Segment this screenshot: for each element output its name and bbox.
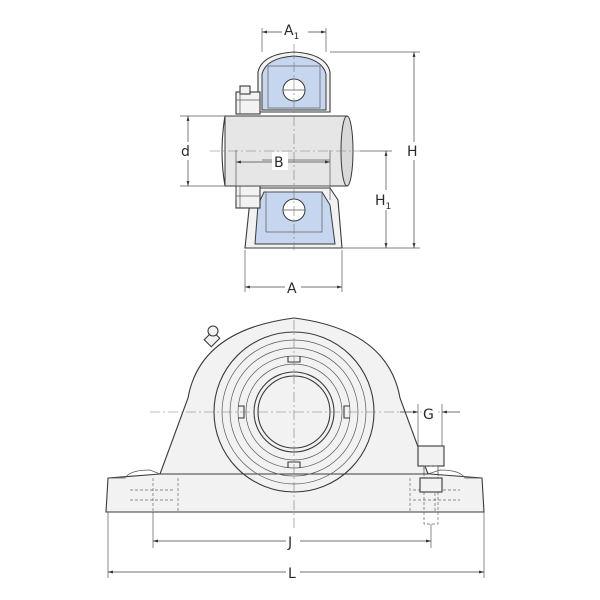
bolt-right-shank [423,465,439,525]
dim-label-b: B [274,155,284,171]
foot-right [427,469,482,479]
dim-label-d: d [181,144,190,160]
dim-label-a: A [287,281,297,297]
locking-collar-lower [235,185,261,209]
grease-nipple [239,85,251,95]
front-view: G J L [105,317,485,582]
foot-left [108,469,161,479]
dim-label-j: J [287,535,292,551]
dim-label-l: L [288,566,296,582]
dim-label-a1: A1 [284,23,299,42]
dim-label-h: H [407,144,418,160]
grease-fitting-head [207,325,219,337]
bolt-right-nut [417,445,445,467]
dim-label-h1: H1 [375,193,391,212]
locking-collar-upper [235,91,261,115]
side-view: A1 d B H H1 A [180,20,423,297]
dim-label-g: G [423,407,434,423]
